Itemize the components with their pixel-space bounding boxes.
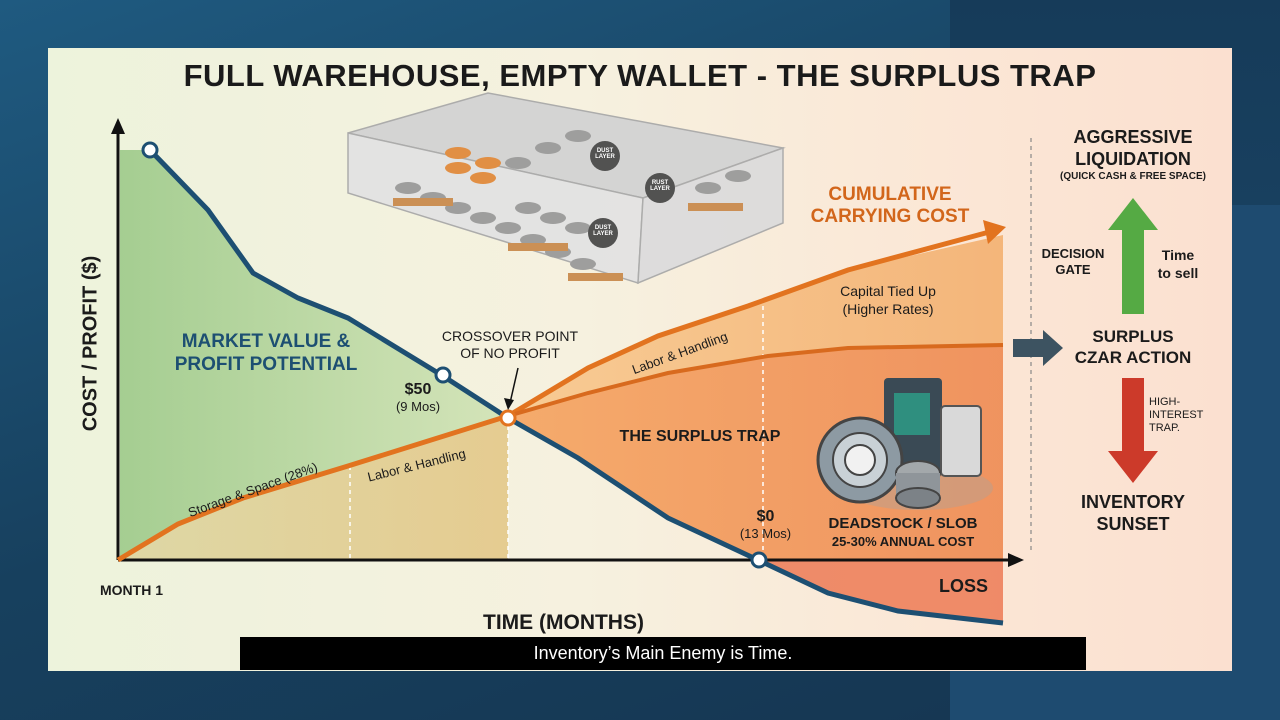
high-interest-trap-label: HIGH- INTEREST TRAP. bbox=[1149, 396, 1219, 435]
inventory-sunset-label: INVENTORY SUNSET bbox=[1053, 491, 1213, 535]
decision-gate-label: DECISION GATE bbox=[1038, 246, 1108, 278]
deadstock-label: DEADSTOCK / SLOB 25-30% ANNUAL COST bbox=[813, 515, 993, 551]
deadstock-line2: 25-30% ANNUAL COST bbox=[831, 534, 975, 549]
loss-label: LOSS bbox=[939, 576, 989, 596]
infographic-slide: FULL WAREHOUSE, EMPTY WALLET - THE SURPL… bbox=[48, 48, 1232, 671]
deadstock-line1: DEADSTOCK / SLOB bbox=[828, 515, 978, 532]
market-value-line2: PROFIT POTENTIAL bbox=[174, 354, 358, 375]
trap-line2: INTEREST bbox=[1149, 409, 1204, 421]
deadstock-parts-illustration bbox=[816, 378, 993, 510]
capital-area bbox=[508, 235, 1003, 416]
surplus-trap-line1: THE SURPLUS TRAP bbox=[619, 428, 781, 445]
crossover-label: CROSSOVER POINT OF NO PROFIT bbox=[440, 328, 580, 362]
market-value-label: MARKET VALUE & PROFIT POTENTIAL bbox=[156, 330, 376, 376]
dust-label-3: DUST LAYER bbox=[593, 225, 613, 237]
cumulative-cost-line1: CUMULATIVE bbox=[828, 184, 952, 205]
time-line1: Time bbox=[1161, 247, 1195, 263]
capital-line2: (Higher Rates) bbox=[842, 301, 934, 317]
point-0-sub: (13 Mos) bbox=[739, 526, 792, 541]
cumulative-cost-label: CUMULATIVE CARRYING COST bbox=[800, 184, 980, 228]
dust-label-1: DUST LAYER bbox=[595, 148, 615, 160]
labor-line bbox=[507, 343, 1004, 418]
dust-label-2: RUST LAYER bbox=[650, 180, 670, 192]
time-line2: to sell bbox=[1157, 265, 1199, 281]
surplus-trap-label: THE SURPLUS TRAP bbox=[615, 428, 785, 446]
aggressive-liquidation-label: AGGRESSIVE LIQUIDATION (QUICK CASH & FRE… bbox=[1033, 126, 1232, 184]
trap-line1: HIGH- bbox=[1149, 396, 1181, 408]
crossover-line2: OF NO PROFIT bbox=[460, 345, 560, 361]
x-axis-label: TIME (MONTHS) bbox=[483, 611, 644, 634]
subtitle-caption: Inventory’s Main Enemy is Time. bbox=[240, 637, 1086, 670]
x-start-label: MONTH 1 bbox=[100, 582, 163, 598]
point-0-value: $0 bbox=[756, 508, 775, 525]
start-point bbox=[141, 141, 159, 159]
chart-graphics bbox=[111, 92, 1158, 626]
liquidation-sub: (QUICK CASH & FREE SPACE) bbox=[1060, 171, 1206, 182]
czar-line1: SURPLUS bbox=[1092, 327, 1174, 346]
cost-area bbox=[118, 416, 508, 560]
carrying-cost-line bbox=[116, 228, 994, 563]
czar-line2: CZAR ACTION bbox=[1074, 348, 1192, 367]
liquidation-line2: LIQUIDATION bbox=[1075, 149, 1191, 169]
down-arrow bbox=[1108, 378, 1158, 483]
decision-line2: GATE bbox=[1055, 262, 1091, 277]
point-50 bbox=[434, 366, 452, 384]
time-to-sell-label: Time to sell bbox=[1148, 246, 1208, 282]
point-50-label: $50 (9 Mos) bbox=[383, 381, 453, 414]
surplus-czar-label: SURPLUS CZAR ACTION bbox=[1058, 326, 1208, 368]
decision-line1: DECISION bbox=[1041, 246, 1105, 261]
capital-tied-up-label: Capital Tied Up (Higher Rates) bbox=[818, 282, 958, 318]
liquidation-line1: AGGRESSIVE bbox=[1073, 127, 1193, 147]
loss-area bbox=[758, 560, 1003, 623]
page-title: FULL WAREHOUSE, EMPTY WALLET - THE SURPL… bbox=[183, 58, 1097, 93]
crossover-point bbox=[499, 409, 517, 427]
trap-line3: TRAP. bbox=[1149, 422, 1180, 434]
arrow-to-czar bbox=[1013, 330, 1063, 366]
sunset-line2: SUNSET bbox=[1096, 514, 1170, 534]
capital-line1: Capital Tied Up bbox=[840, 283, 936, 299]
point-0-label: $0 (13 Mos) bbox=[728, 508, 803, 541]
up-arrow bbox=[1108, 198, 1158, 314]
point-0 bbox=[750, 551, 768, 569]
warehouse-illustration bbox=[347, 92, 786, 285]
crossover-line1: CROSSOVER POINT bbox=[441, 328, 579, 344]
sunset-line1: INVENTORY bbox=[1080, 492, 1186, 512]
point-50-sub: (9 Mos) bbox=[395, 399, 441, 414]
point-50-value: $50 bbox=[404, 381, 432, 398]
y-axis-label: COST / PROFIT ($) bbox=[79, 255, 102, 432]
cumulative-cost-line2: CARRYING COST bbox=[810, 206, 970, 227]
market-value-line1: MARKET VALUE & bbox=[181, 331, 351, 352]
